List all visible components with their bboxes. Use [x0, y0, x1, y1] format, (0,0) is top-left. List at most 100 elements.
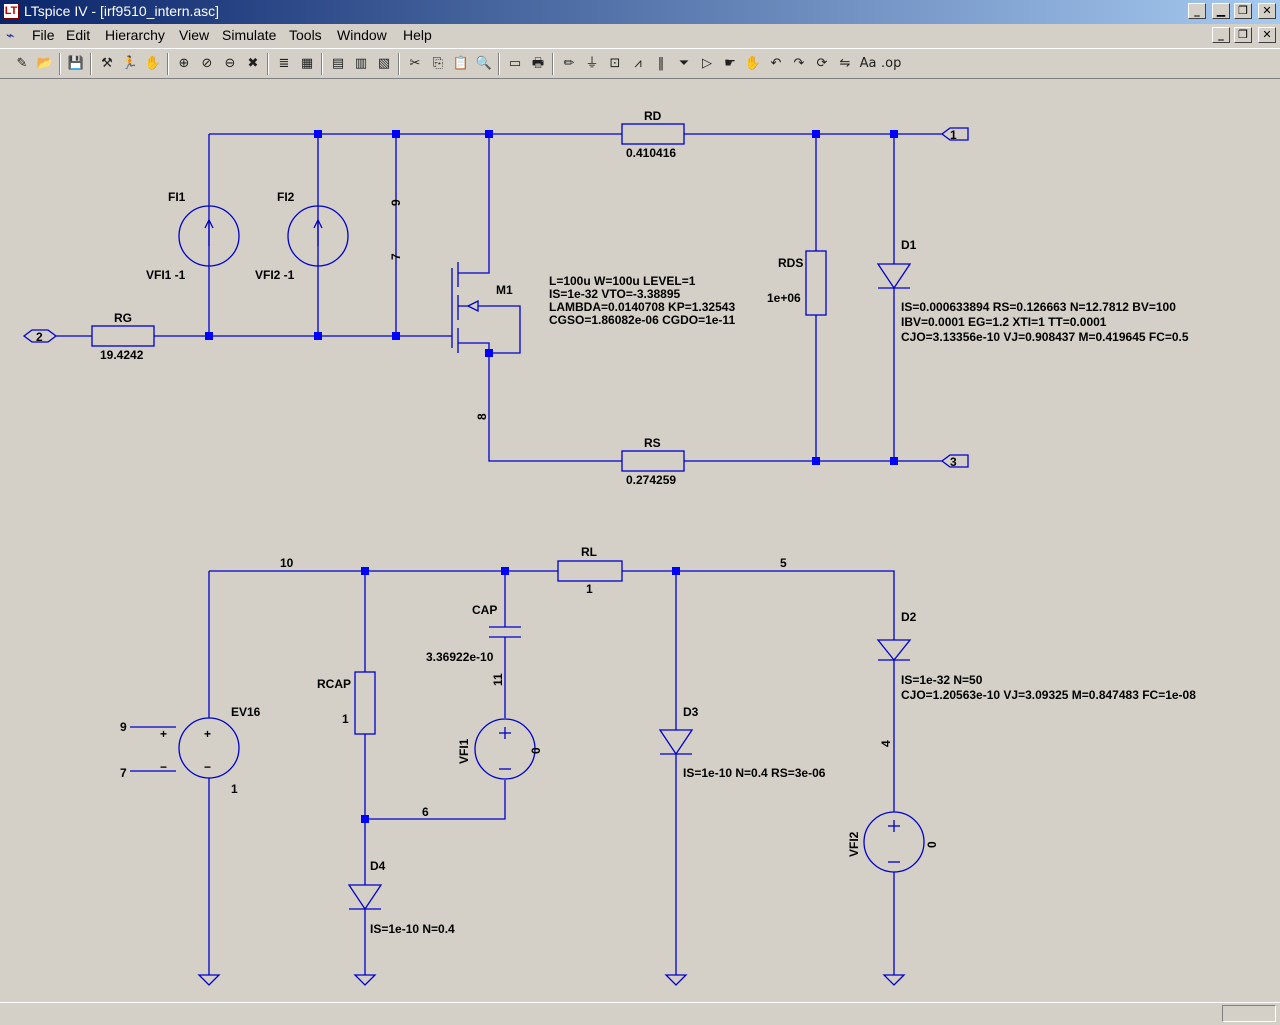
- ev16-in-minus-sign: −: [160, 760, 167, 774]
- menu-file[interactable]: File: [32, 27, 55, 43]
- control-panel-icon[interactable]: ⚒: [101, 56, 113, 71]
- toolbar-separator: [90, 53, 92, 75]
- toolbar-separator: [398, 53, 400, 75]
- copy-icon[interactable]: ⎘: [432, 56, 444, 71]
- diode-icon[interactable]: ⏷: [678, 56, 690, 71]
- rs-value: 0.274259: [626, 473, 676, 487]
- component-icon[interactable]: ▷: [702, 56, 712, 71]
- status-panel: [1222, 1005, 1276, 1022]
- print-icon[interactable]: 🖶: [531, 56, 545, 71]
- mdi-restore-button[interactable]: ❐: [1234, 27, 1252, 43]
- menu-edit[interactable]: Edit: [66, 27, 91, 43]
- menu-simulate[interactable]: Simulate: [222, 27, 277, 43]
- ltspice-app-icon[interactable]: LT: [3, 3, 19, 19]
- tile-vertical-icon[interactable]: ▧: [377, 56, 391, 71]
- menu-help[interactable]: Help: [403, 27, 432, 43]
- new-schematic-icon[interactable]: ✎: [16, 56, 28, 71]
- draw-wire-icon[interactable]: ✏: [563, 56, 575, 71]
- tile-horizontal-icon[interactable]: ▤: [331, 56, 345, 71]
- net-5-label: 5: [780, 556, 787, 570]
- minimize-icon[interactable]: ▁: [1212, 3, 1230, 19]
- zoom-out-icon[interactable]: ⊖: [224, 56, 236, 71]
- menu-window[interactable]: Window: [337, 27, 387, 43]
- ev16-in-plus-net: 9: [120, 720, 127, 734]
- diode-d2: [876, 639, 912, 662]
- net-9-label: 9: [389, 199, 403, 206]
- d2-model-1: IS=1e-32 N=50: [901, 673, 983, 687]
- run-icon[interactable]: 🏃: [121, 56, 139, 71]
- net-11-label: 11: [491, 673, 505, 686]
- label-net-icon[interactable]: ⊡: [609, 56, 621, 71]
- resistor-rcap: [354, 671, 376, 735]
- menu-tools[interactable]: Tools: [289, 27, 322, 43]
- ev16-out-minus-sign: −: [204, 760, 211, 774]
- restore-button[interactable]: ❐: [1234, 3, 1252, 19]
- m1-model-1: L=100u W=100u LEVEL=1: [549, 274, 696, 288]
- port-2-label: 2: [36, 330, 43, 344]
- save-icon[interactable]: 💾: [67, 56, 85, 71]
- rotate-icon[interactable]: ⟳: [816, 56, 828, 71]
- vfi2-value: 0: [925, 841, 939, 848]
- schematic-doc-icon[interactable]: ⌁: [6, 27, 15, 43]
- paste-icon[interactable]: 📋: [452, 56, 470, 71]
- toolbar-separator: [552, 53, 554, 75]
- mdi-close-button[interactable]: ✕: [1258, 27, 1276, 43]
- resistor-rl: [557, 560, 623, 582]
- zoom-cancel-icon[interactable]: ✖: [247, 56, 259, 71]
- d4-label: D4: [370, 859, 386, 873]
- resistor-icon[interactable]: ⩘: [634, 56, 642, 71]
- capacitor-icon[interactable]: ‖: [657, 56, 665, 71]
- source-vfi1: [474, 718, 536, 780]
- junction-nodes: [205, 130, 898, 823]
- drag-icon[interactable]: ✋: [744, 56, 762, 71]
- vfi1-label: VFI1: [457, 738, 471, 764]
- spice-directive-icon[interactable]: .op: [881, 56, 902, 71]
- schematic-svg[interactable]: RD 0.410416 FI1 VFI1 -1 FI2 VFI2 -1 RG 1…: [0, 80, 1280, 1002]
- m1-model-2: IS=1e-32 VTO=-3.38895: [549, 287, 681, 301]
- menu-hierarchy[interactable]: Hierarchy: [105, 27, 165, 43]
- d3-label: D3: [683, 705, 699, 719]
- menu-bar: ⌁ File Edit Hierarchy View Simulate Tool…: [0, 24, 1280, 46]
- menu-view[interactable]: View: [179, 27, 210, 43]
- net-4-label: 4: [879, 740, 893, 747]
- ground-icon[interactable]: ⏚: [585, 56, 599, 71]
- m1-model-4: CGSO=1.86082e-06 CGDO=1e-11: [549, 313, 735, 327]
- status-bar: [0, 1002, 1280, 1025]
- cut-icon[interactable]: ✂: [409, 56, 421, 71]
- zoom-in-icon[interactable]: ⊕: [178, 56, 190, 71]
- diode-d4: [347, 884, 383, 911]
- halt-icon[interactable]: ✋: [144, 56, 162, 71]
- ev16-in-plus-sign: +: [160, 727, 167, 741]
- d4-model: IS=1e-10 N=0.4: [370, 922, 455, 936]
- port-2: [22, 329, 58, 343]
- source-vfi2: [863, 811, 925, 873]
- schematic-canvas[interactable]: RD 0.410416 FI1 VFI1 -1 FI2 VFI2 -1 RG 1…: [0, 80, 1280, 1002]
- print-setup-icon[interactable]: ▭: [508, 56, 522, 71]
- mirror-icon[interactable]: ⇋: [839, 56, 851, 71]
- m1-label: M1: [496, 283, 513, 297]
- open-icon[interactable]: 📂: [36, 56, 54, 71]
- rd-value: 0.410416: [626, 146, 676, 160]
- find-icon[interactable]: 🔍: [475, 56, 493, 71]
- port-3-label: 3: [950, 455, 957, 469]
- undo-icon[interactable]: ↶: [770, 56, 782, 71]
- d3-model: IS=1e-10 N=0.4 RS=3e-06: [683, 766, 826, 780]
- text-icon[interactable]: Aa: [859, 56, 877, 71]
- cascade-icon[interactable]: ▥: [354, 56, 368, 71]
- rd-label: RD: [644, 109, 662, 123]
- grid-icon[interactable]: ▦: [300, 56, 314, 71]
- rcap-label: RCAP: [317, 677, 351, 691]
- ground-ev16: [197, 974, 221, 986]
- autorange-icon[interactable]: ≣: [278, 56, 290, 71]
- rds-label: RDS: [778, 256, 803, 270]
- close-button[interactable]: ✕: [1258, 3, 1276, 19]
- mdi-minimize-button[interactable]: _: [1212, 27, 1230, 43]
- rg-label: RG: [114, 311, 132, 325]
- zoom-pan-icon[interactable]: ⊘: [201, 56, 213, 71]
- move-icon[interactable]: ☛: [724, 56, 736, 71]
- minimize-button[interactable]: _: [1188, 3, 1206, 19]
- cap-value: 3.36922e-10: [426, 650, 494, 664]
- ground-d4: [353, 974, 377, 986]
- redo-icon[interactable]: ↷: [793, 56, 805, 71]
- net-10-label: 10: [280, 556, 294, 570]
